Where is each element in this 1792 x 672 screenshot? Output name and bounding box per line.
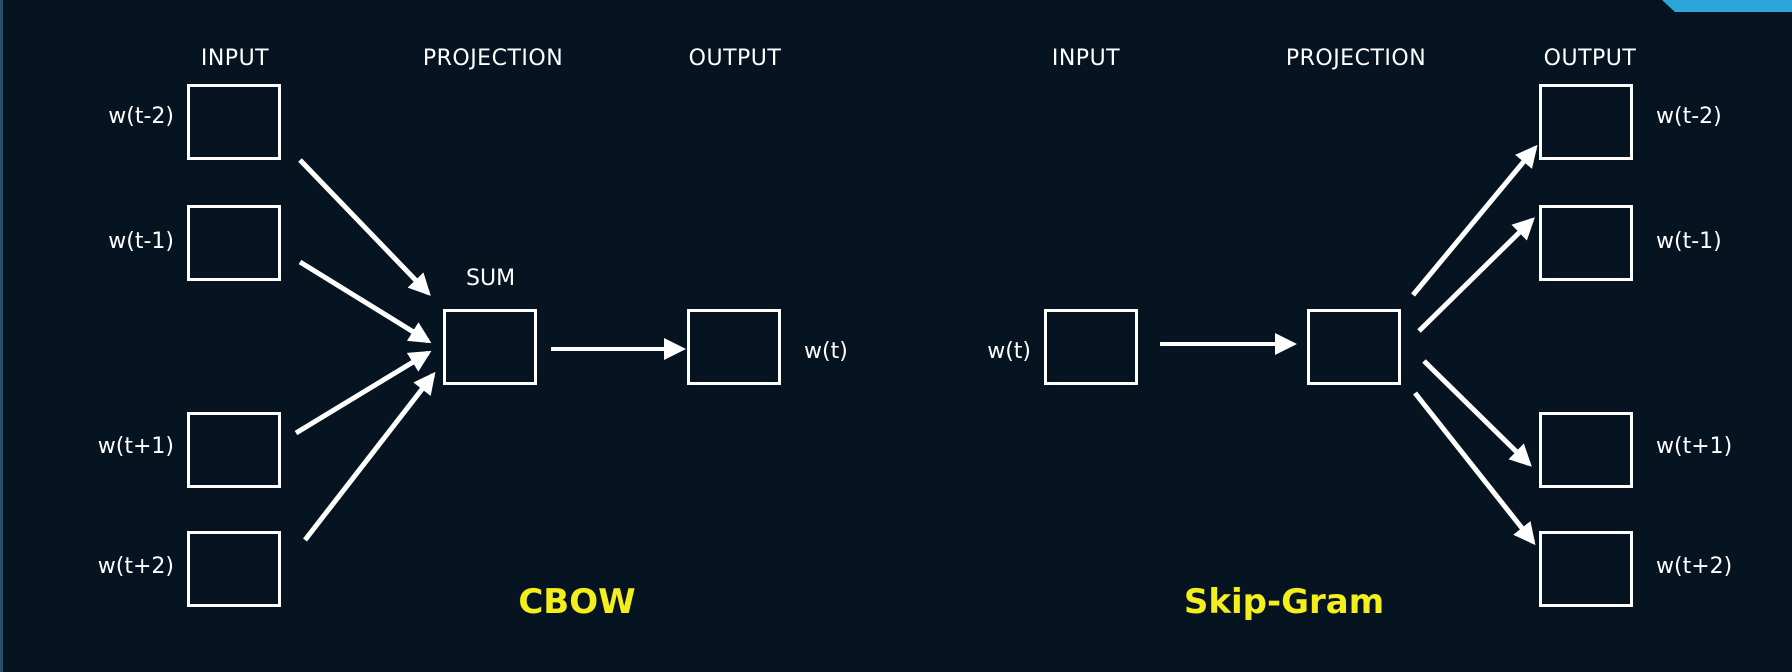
cbow-input-label: w(t+2) xyxy=(97,554,174,579)
skipgram-projection-header: PROJECTION xyxy=(1285,46,1427,71)
cbow-input-box xyxy=(187,84,281,160)
skipgram-input-box xyxy=(1044,309,1138,385)
skipgram-output-box xyxy=(1539,531,1633,607)
cbow-arrow-input-2 xyxy=(298,259,432,344)
skipgram-title: Skip-Gram xyxy=(1183,582,1385,622)
skipgram-output-label: w(t+1) xyxy=(1656,434,1733,459)
cbow-projection-box xyxy=(443,309,537,385)
cbow-input-box xyxy=(187,205,281,281)
skipgram-arrow-output-3 xyxy=(1422,359,1532,467)
cbow-title: CBOW xyxy=(518,582,636,622)
cbow-sum-label: SUM xyxy=(466,266,516,291)
cbow-input-box xyxy=(187,412,281,488)
corner-accent xyxy=(1662,0,1792,12)
skipgram-output-box xyxy=(1539,84,1633,160)
cbow-input-label: w(t-2) xyxy=(108,104,174,129)
cbow-arrow-input-4 xyxy=(303,371,436,542)
cbow-output-header: OUTPUT xyxy=(688,46,782,71)
skipgram-arrow-output-1 xyxy=(1411,144,1538,297)
cbow-input-box xyxy=(187,531,281,607)
skipgram-output-label: w(t+2) xyxy=(1656,554,1733,579)
cbow-arrow-input-3 xyxy=(294,350,432,436)
cbow-output-box xyxy=(687,309,781,385)
skipgram-output-header: OUTPUT xyxy=(1543,46,1637,71)
skipgram-input-label: w(t) xyxy=(987,339,1031,364)
cbow-output-label: w(t) xyxy=(804,339,848,364)
skipgram-output-label: w(t-1) xyxy=(1656,229,1722,254)
skipgram-arrow-output-2 xyxy=(1417,217,1535,333)
cbow-input-label: w(t+1) xyxy=(97,434,174,459)
left-edge-strip xyxy=(0,0,3,672)
cbow-projection-header: PROJECTION xyxy=(422,46,564,71)
skipgram-output-box xyxy=(1539,412,1633,488)
skipgram-projection-box xyxy=(1307,309,1401,385)
skipgram-input-header: INPUT xyxy=(1051,46,1121,71)
skipgram-arrow-output-4 xyxy=(1413,391,1536,546)
skipgram-output-box xyxy=(1539,205,1633,281)
skipgram-output-label: w(t-2) xyxy=(1656,104,1722,129)
cbow-input-label: w(t-1) xyxy=(108,229,174,254)
cbow-arrow-input-1 xyxy=(298,158,431,296)
cbow-input-header: INPUT xyxy=(200,46,270,71)
